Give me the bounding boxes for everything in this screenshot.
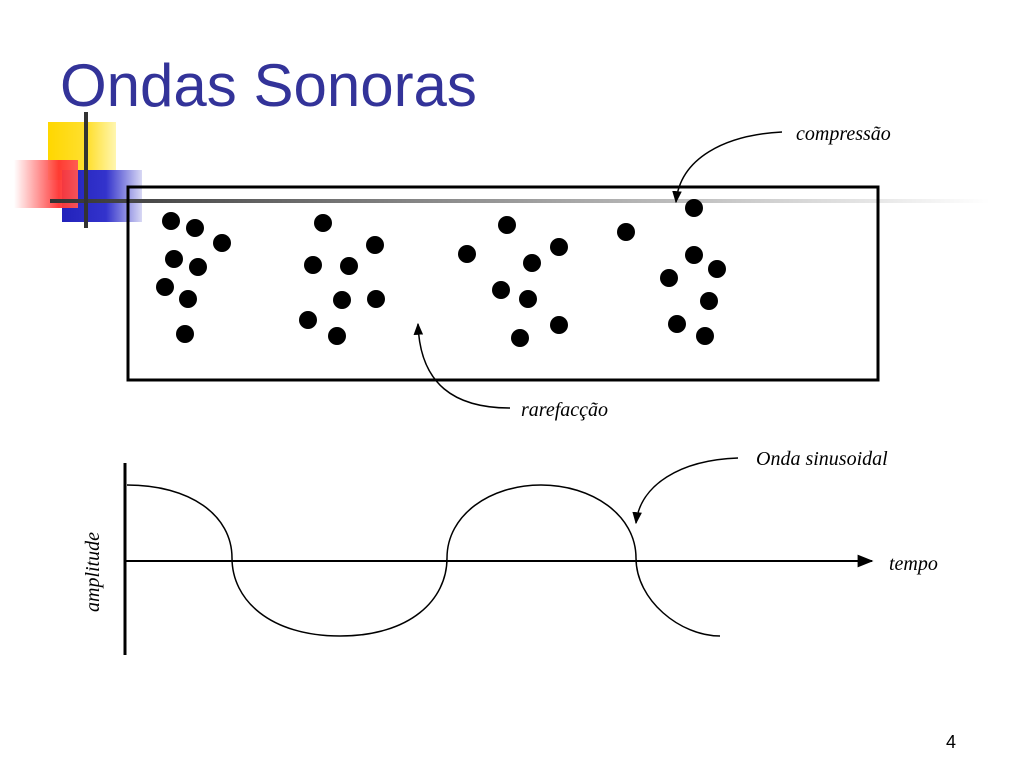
sine-wave-label: Onda sinusoidal: [756, 448, 888, 470]
particle: [189, 258, 207, 276]
time-axis-label: tempo: [889, 553, 938, 575]
sine-wave-arrow-icon: [632, 457, 739, 525]
particle: [700, 292, 718, 310]
air-particles: [156, 199, 726, 347]
rarefaction-arrow-icon: [413, 322, 511, 409]
particle: [367, 290, 385, 308]
particle: [304, 256, 322, 274]
particle: [366, 236, 384, 254]
particle: [660, 269, 678, 287]
particle: [617, 223, 635, 241]
particle: [299, 311, 317, 329]
particle: [156, 278, 174, 296]
particle: [550, 238, 568, 256]
particle: [165, 250, 183, 268]
particle: [314, 214, 332, 232]
particle: [333, 291, 351, 309]
particle: [523, 254, 541, 272]
particle: [179, 290, 197, 308]
particle: [685, 199, 703, 217]
compression-arrow-icon: [672, 131, 783, 204]
particle: [328, 327, 346, 345]
particle: [458, 245, 476, 263]
particle: [176, 325, 194, 343]
particle: [668, 315, 686, 333]
particle: [708, 260, 726, 278]
vertical-rule: [84, 112, 88, 228]
particle: [186, 219, 204, 237]
particle: [492, 281, 510, 299]
compression-label: compressão: [796, 123, 891, 145]
page-number: 4: [946, 732, 957, 752]
particle: [498, 216, 516, 234]
particle: [162, 212, 180, 230]
particle: [685, 246, 703, 264]
particle-tube: [126, 185, 880, 382]
amplitude-axis-label: amplitude: [82, 532, 104, 612]
particle: [511, 329, 529, 347]
particle: [696, 327, 714, 345]
rarefaction-label: rarefacção: [521, 399, 608, 421]
particle: [340, 257, 358, 275]
page-title: Ondas Sonoras: [60, 52, 477, 119]
particle: [519, 290, 537, 308]
sine-wave: [126, 484, 721, 637]
horizontal-rule: [50, 199, 990, 203]
particle: [550, 316, 568, 334]
particle: [213, 234, 231, 252]
